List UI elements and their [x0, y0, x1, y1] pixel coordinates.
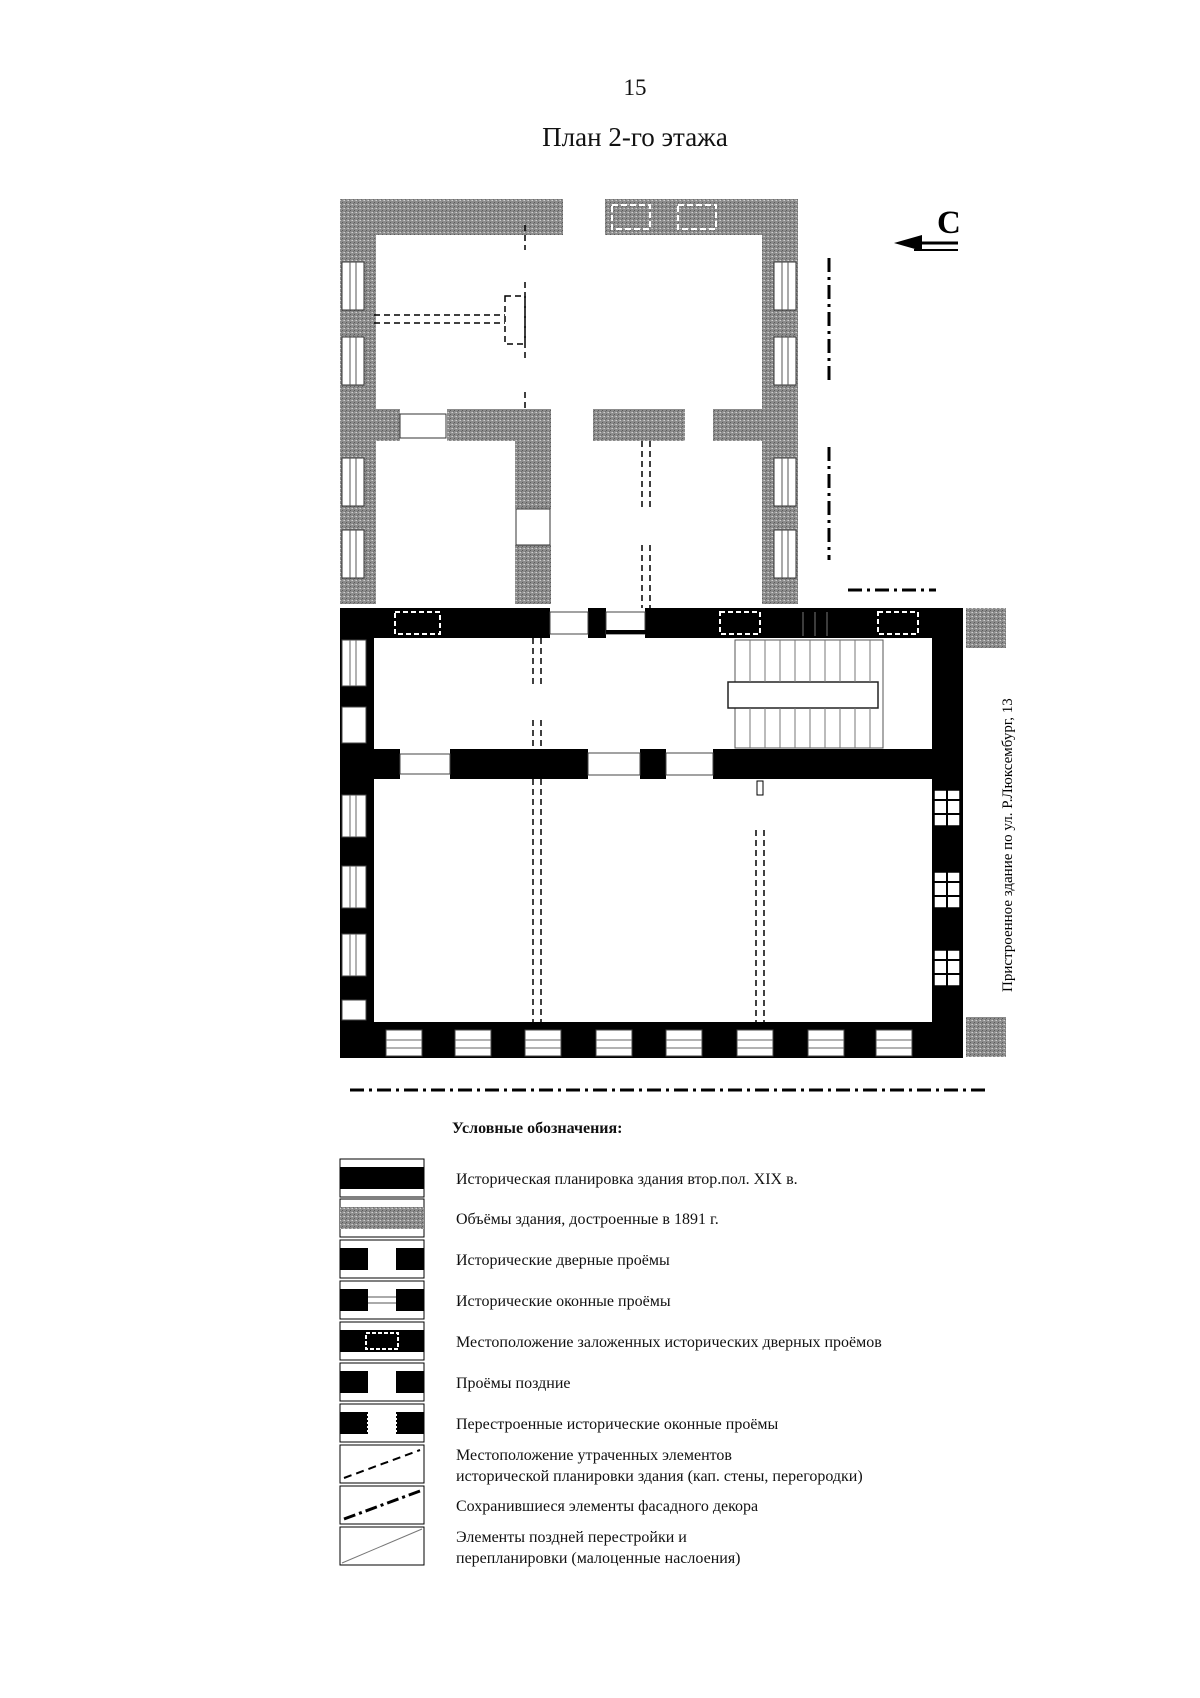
grey-wall-window-lines — [349, 262, 789, 578]
legend-swatch-dashed — [339, 1444, 425, 1484]
north-arrow-icon — [894, 235, 958, 251]
legend-swatch-late-opening — [339, 1362, 425, 1402]
grey-wall-windows — [341, 261, 797, 579]
historic-windows — [341, 611, 913, 1057]
bricked-historic-doors — [394, 611, 919, 635]
legend-label-dashed-line-1: Местоположение утраченных элементов — [456, 1447, 732, 1464]
legend-label-thin-diagonal-2: перепланировки (малоценные наслоения) — [456, 1550, 741, 1567]
legend-label-window: Исторические оконные проёмы — [456, 1293, 671, 1310]
legend-swatch-historic-wall — [339, 1158, 425, 1198]
legend-swatch-door — [339, 1239, 425, 1279]
plan-title: План 2-го этажа — [542, 122, 728, 152]
rebuilt-window-bars — [934, 790, 960, 986]
legend-swatch-window — [339, 1280, 425, 1320]
legend-label-late-opening: Проёмы поздние — [456, 1375, 571, 1392]
small-wall-stubs — [606, 630, 764, 796]
legend-swatches — [339, 1158, 425, 1566]
north-label: С — [937, 205, 961, 241]
page-number: 15 — [623, 75, 647, 100]
legend-swatch-added-1891 — [339, 1198, 425, 1238]
legend-label-thin-diagonal-1: Элементы поздней перестройки и — [456, 1529, 687, 1546]
facade-decor-dash-dot — [350, 258, 990, 1092]
legend-swatch-rebuilt-window — [339, 1403, 425, 1443]
legend-swatch-dash-dot — [339, 1485, 425, 1525]
staircase-steps — [749, 612, 871, 748]
legend-label-dashed-line-2: исторической планировки здания (кап. сте… — [456, 1468, 863, 1485]
legend-label-added-1891: Объёмы здания, достроенные в 1891 г. — [456, 1211, 719, 1228]
legend-label-door: Исторические дверные проёмы — [456, 1252, 670, 1269]
legend-label-bricked-door: Местоположение заложенных исторических д… — [456, 1334, 882, 1351]
legend-label-historic-wall: Историческая планировка здания втор.пол.… — [456, 1171, 798, 1188]
top-wall-bricked-doors — [611, 204, 717, 230]
legend-swatch-bricked-door — [339, 1321, 425, 1361]
legend-swatch-thin-diagonal — [339, 1526, 425, 1566]
lost-partitions-dashed — [374, 225, 765, 1022]
adjacent-building-label: Пристроенное здание по ул. Р.Люксембург,… — [1000, 698, 1016, 992]
historic-window-sills — [349, 640, 912, 1049]
legend-label-dash-dot: Сохранившиеся элементы фасадного декора — [456, 1498, 759, 1515]
legend-label-rebuilt-window: Перестроенные исторические оконные проём… — [456, 1416, 779, 1433]
staircase — [727, 639, 884, 749]
legend-title: Условные обозначения: — [452, 1120, 623, 1137]
